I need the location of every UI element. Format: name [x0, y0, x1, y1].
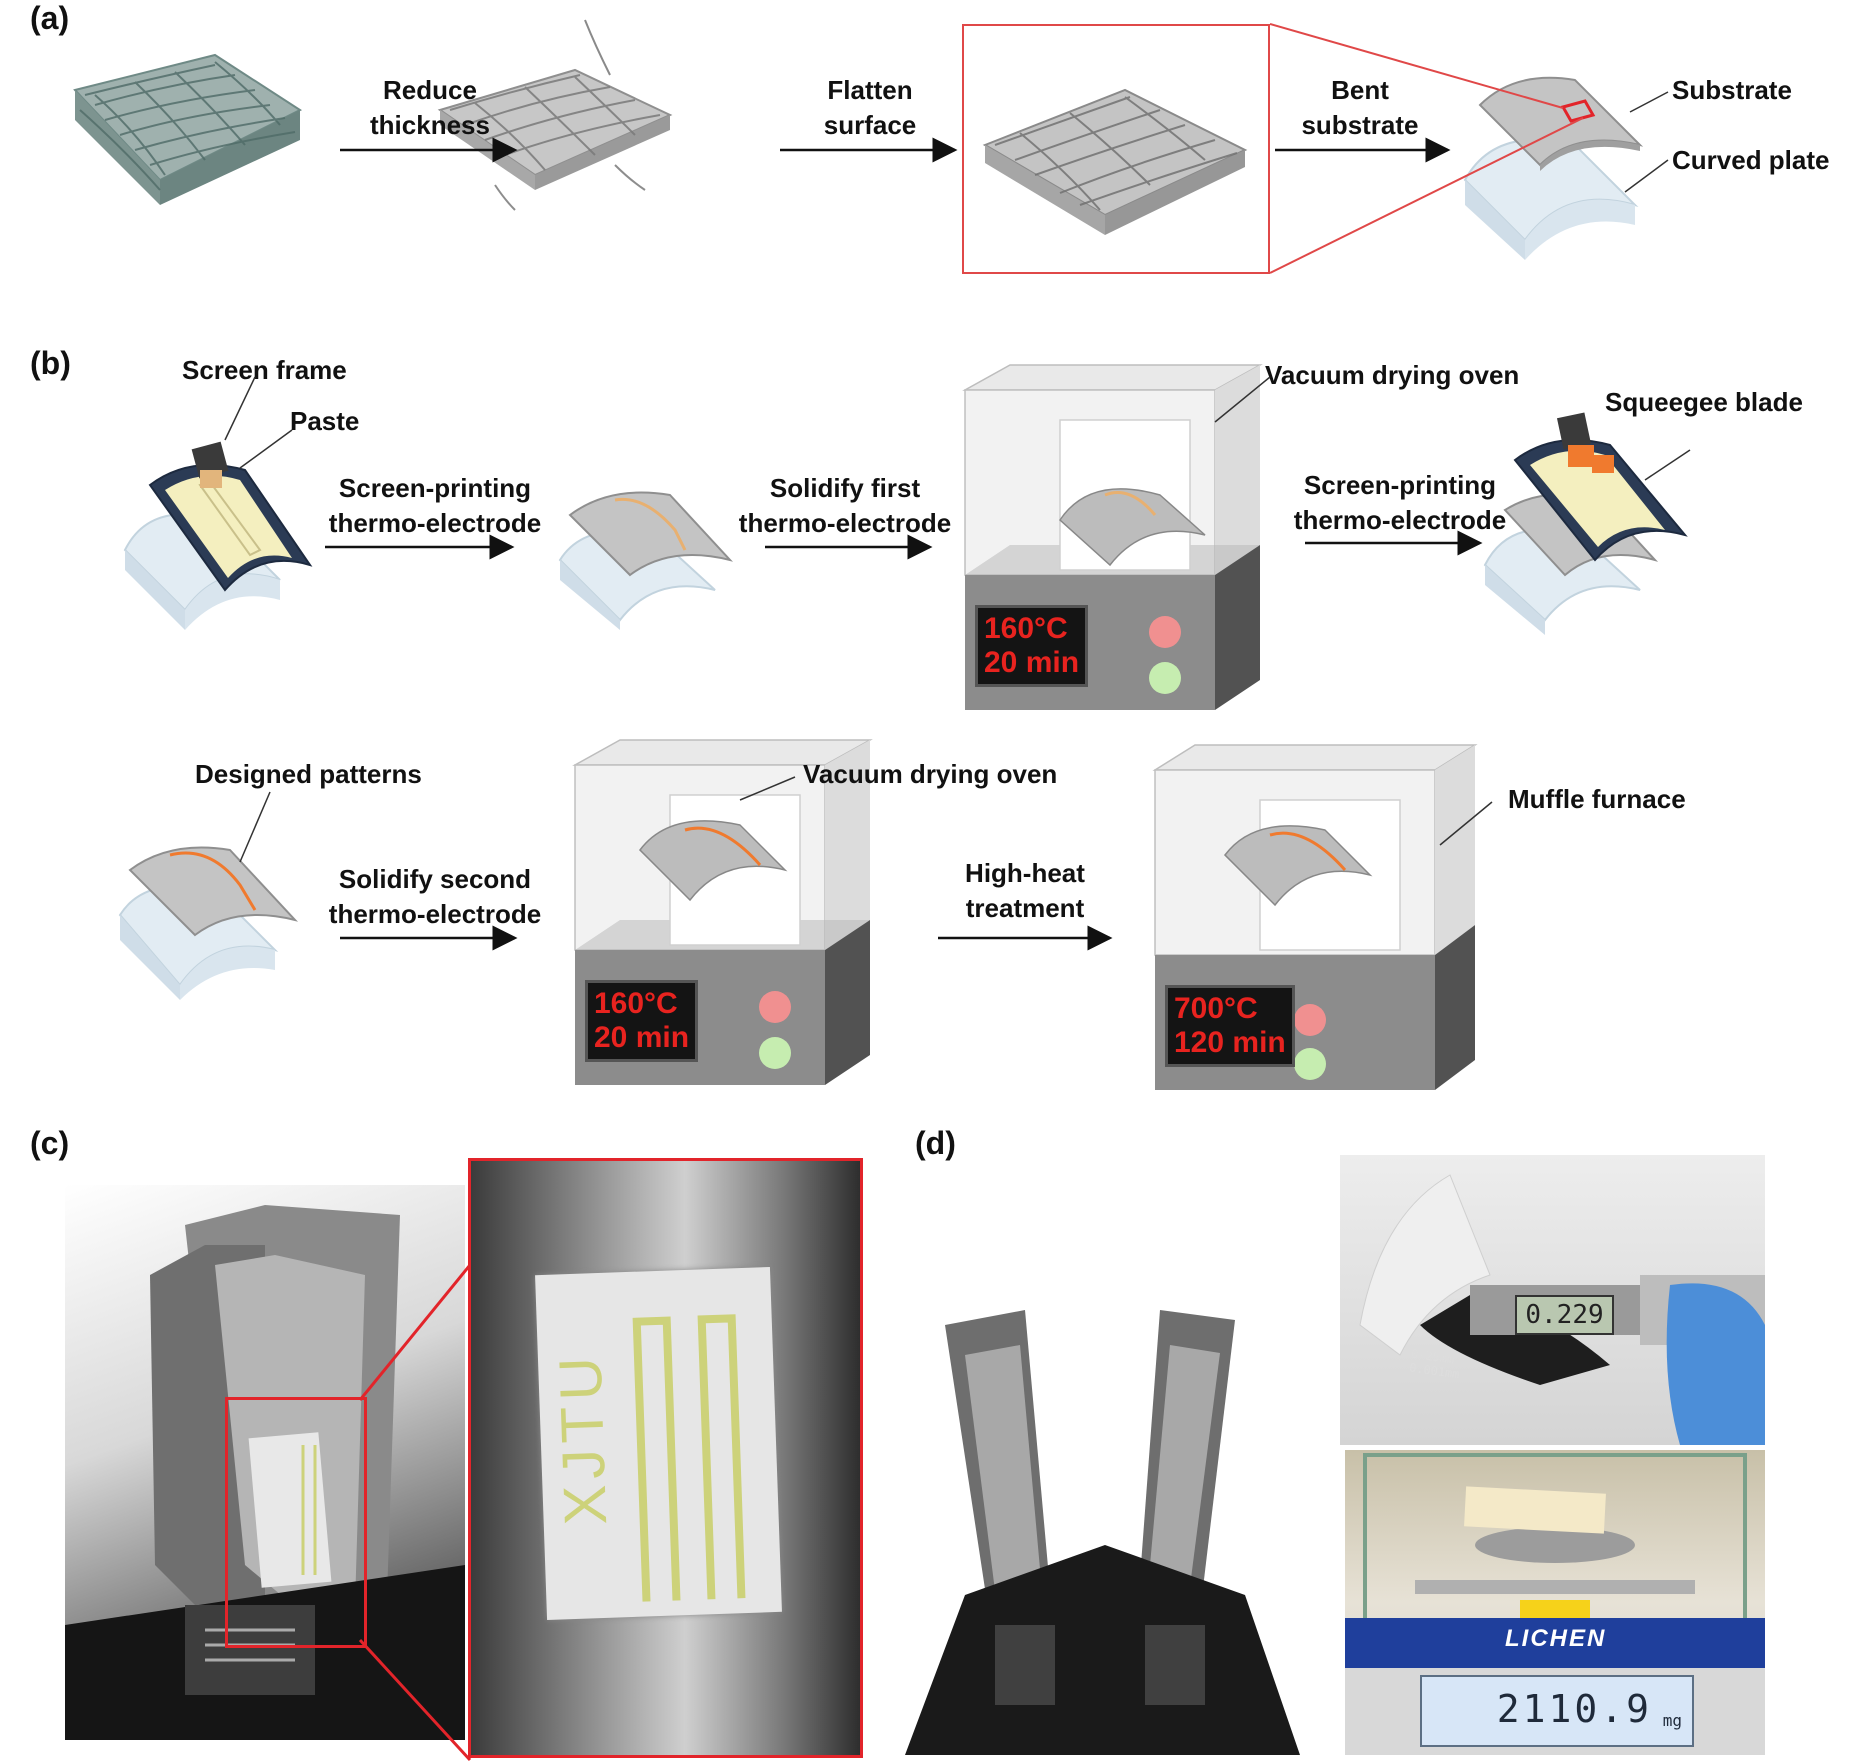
zoom-box-a: [962, 24, 1270, 274]
panel-label-a: (a): [30, 0, 70, 36]
display-line: 700°C: [1174, 992, 1258, 1025]
panel-label-b: (b): [30, 345, 71, 381]
display-line: 20 min: [984, 646, 1080, 679]
label-curved-plate: Curved plate: [1672, 145, 1830, 175]
balance-brand: LICHEN: [1505, 1625, 1607, 1652]
step-line: thermo-electrode: [328, 899, 542, 929]
designed-pattern-substrate: [118, 846, 299, 1000]
printed-substrate-1: [558, 491, 734, 630]
screen-printing-setup-1: [123, 441, 313, 630]
label-paste: Paste: [290, 406, 360, 436]
step-line: Solidify second: [338, 864, 532, 894]
step-line: surface: [823, 110, 917, 140]
zoom-lines-c: [358, 1264, 472, 1762]
sensor-electrode-lines: [632, 1314, 746, 1602]
photo-micrometer: 0.229 0-25mm 0.001mm: [1340, 1155, 1765, 1445]
zoom-box-c: [225, 1397, 367, 1648]
step-line: thermo-electrode: [328, 508, 542, 538]
step-solidify-first: Solidify first thermo-electrode: [715, 471, 975, 541]
label-substrate: Substrate: [1672, 75, 1792, 105]
label-muffle-furnace: Muffle furnace: [1508, 784, 1686, 814]
screen-printing-setup-2: [1483, 412, 1688, 635]
step-line: Flatten: [827, 75, 913, 105]
sensor-patch: XJTU: [535, 1267, 782, 1620]
label-screen-frame: Screen frame: [182, 355, 347, 385]
step-reduce-thickness: Reduce thickness: [330, 73, 530, 143]
panel-label-c: (c): [30, 1125, 70, 1161]
step-screen-printing-2: Screen-printing thermo-electrode: [1275, 468, 1525, 538]
balance-lcd: 2110.9 mg: [1420, 1675, 1694, 1747]
step-bent-substrate: Bent substrate: [1260, 73, 1460, 143]
label-squeegee-blade: Squeegee blade: [1605, 387, 1803, 417]
step-line: thickness: [370, 110, 490, 140]
step-line: Bent: [1331, 75, 1389, 105]
photo-balance: LICHEN 2110.9 mg: [1345, 1450, 1765, 1755]
step-line: thermo-electrode: [738, 508, 952, 538]
sensor-text: XJTU: [546, 1350, 620, 1527]
oven-2-display: 160°C 20 min: [585, 980, 699, 1062]
curved-plate-substrate: [1463, 76, 1644, 260]
display-line: 20 min: [594, 1021, 690, 1054]
photo-two-blades: [905, 1265, 1300, 1755]
zoom-lines-a: [1269, 23, 1669, 274]
arrows-b: [224, 376, 1691, 951]
display-line: 120 min: [1174, 1026, 1286, 1059]
step-solidify-second: Solidify second thermo-electrode: [310, 862, 560, 932]
arrows-a: [340, 137, 1451, 163]
step-high-heat: High-heat treatment: [925, 856, 1125, 926]
balance-unit: mg: [1662, 1711, 1682, 1730]
label-designed-patterns: Designed patterns: [195, 759, 422, 789]
step-line: treatment: [965, 893, 1085, 923]
oven-1-display: 160°C 20 min: [975, 605, 1089, 687]
furnace-display: 700°C 120 min: [1165, 985, 1295, 1067]
step-line: High-heat: [965, 858, 1085, 888]
step-line: thermo-electrode: [1293, 505, 1507, 535]
photo-sensor-closeup: XJTU: [468, 1158, 863, 1758]
micrometer-lcd: 0.229: [1515, 1295, 1614, 1335]
step-flatten-surface: Flatten surface: [770, 73, 970, 143]
photo-turbine-blade: [65, 1185, 465, 1740]
step-line: Reduce: [383, 75, 477, 105]
fiber-mat-raw: [73, 53, 303, 205]
step-line: substrate: [1301, 110, 1419, 140]
label-vacuum-oven-2: Vacuum drying oven: [803, 759, 1058, 789]
step-line: Screen-printing: [1303, 470, 1497, 500]
panel-label-d: (d): [915, 1125, 956, 1161]
fiber-mat-flat: [982, 88, 1248, 235]
step-line: Solidify first: [769, 473, 921, 503]
balance-reading: 2110.9: [1496, 1687, 1652, 1731]
step-line: Screen-printing: [338, 473, 532, 503]
step-screen-printing-1: Screen-printing thermo-electrode: [310, 471, 560, 541]
display-line: 160°C: [984, 612, 1068, 645]
label-vacuum-oven-1: Vacuum drying oven: [1265, 360, 1520, 390]
display-line: 160°C: [594, 987, 678, 1020]
